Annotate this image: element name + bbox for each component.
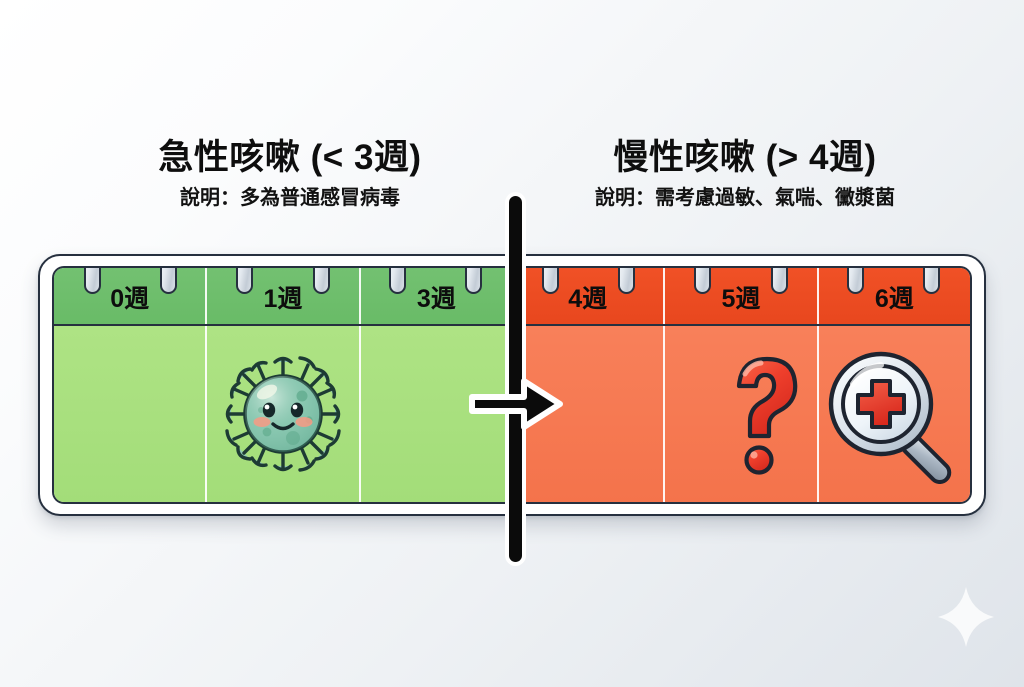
chronic-cough-subtitle: 說明：需考慮過敏、氣喘、黴漿菌	[595, 186, 895, 209]
section-divider	[509, 196, 522, 562]
chronic-cough-heading: 慢性咳嗽 (> 4週) 說明：需考慮過敏、氣喘、黴漿菌	[510, 138, 980, 209]
chronic-body-cell-5	[663, 326, 816, 502]
acute-cough-subtitle: 說明：多為普通感冒病毒	[180, 186, 400, 209]
week-label: 4週	[568, 284, 608, 313]
sparkle-icon	[938, 587, 994, 647]
acute-body-cell-3	[358, 326, 512, 502]
chronic-week-header-row: 4週 5週 6週	[512, 268, 970, 324]
acute-cough-panel: 0週 1週 3週	[52, 266, 512, 504]
virus-icon	[225, 356, 341, 472]
week-cell-3: 3週	[358, 268, 512, 324]
week-cell-5: 5週	[663, 268, 816, 324]
chronic-body-row	[512, 324, 970, 502]
acute-cough-title: 急性咳嗽 (< 3週)	[158, 138, 422, 177]
acute-cough-heading: 急性咳嗽 (< 3週) 說明：多為普通感冒病毒	[70, 138, 510, 209]
week-cell-0: 0週	[54, 268, 205, 324]
chronic-cough-panel: 4週 5週 6週	[512, 266, 972, 504]
arrow-right-icon	[469, 378, 563, 430]
acute-body-cell-1	[205, 326, 358, 502]
week-label: 6週	[874, 284, 914, 313]
acute-body-row	[54, 324, 512, 502]
week-cell-1: 1週	[205, 268, 358, 324]
chronic-cough-title: 慢性咳嗽 (> 4週)	[613, 138, 877, 177]
week-cell-4: 4週	[512, 268, 663, 324]
question-mark-icon	[736, 356, 797, 475]
week-label: 1週	[263, 284, 303, 313]
acute-body-cell-0	[54, 326, 205, 502]
week-label: 0週	[110, 284, 150, 313]
chronic-body-cell-6	[816, 326, 970, 502]
week-label: 5週	[721, 284, 761, 313]
magnifier-medical-icon	[828, 351, 951, 484]
week-cell-6: 6週	[816, 268, 970, 324]
week-label: 3週	[416, 284, 456, 313]
acute-week-header-row: 0週 1週 3週	[54, 268, 512, 324]
